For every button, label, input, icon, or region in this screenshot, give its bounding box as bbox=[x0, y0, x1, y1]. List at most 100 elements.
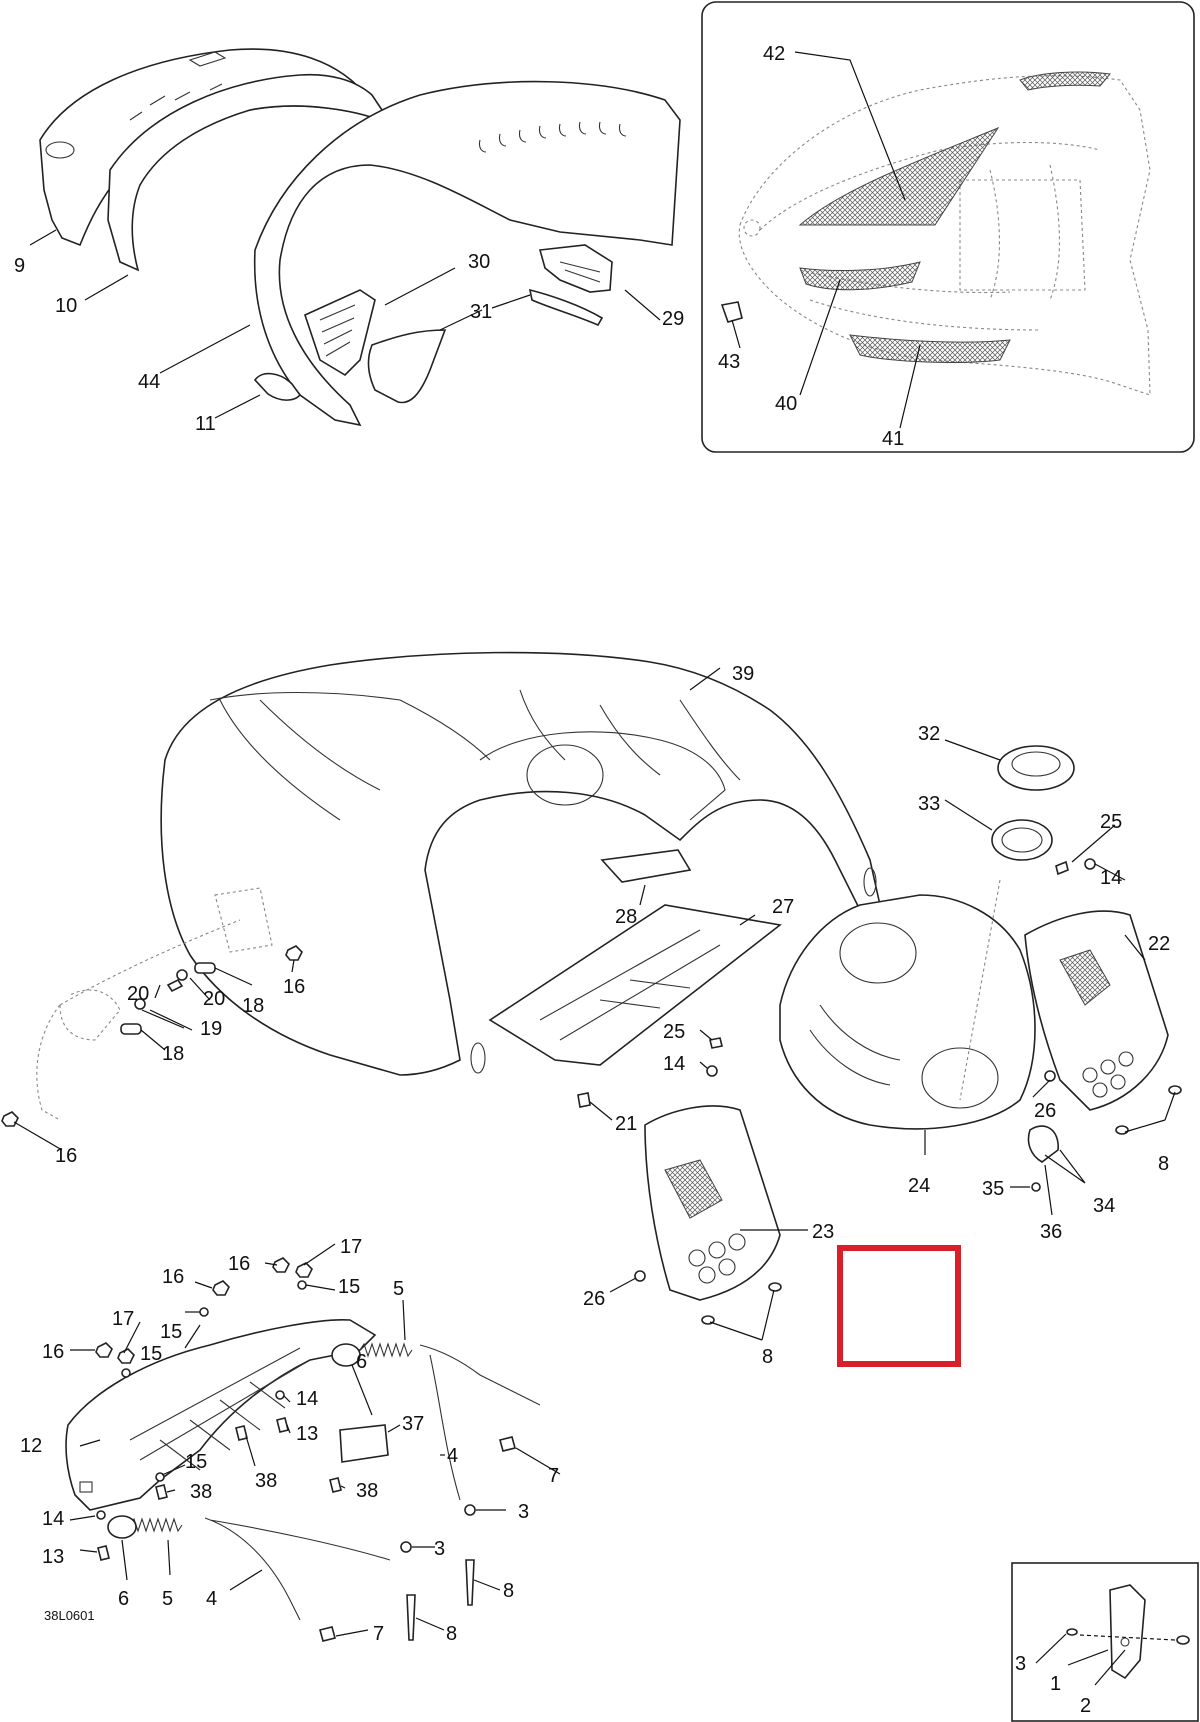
part-33-gasket-inner bbox=[1001, 827, 1043, 853]
part-19-bolt bbox=[166, 978, 184, 993]
part-31-clip bbox=[528, 288, 604, 327]
part-22-hole-5 bbox=[1110, 1074, 1126, 1090]
callout-13-a: 13 bbox=[296, 1423, 318, 1445]
callout-21: 21 bbox=[615, 1113, 637, 1135]
part-21-screw bbox=[577, 1092, 591, 1108]
callout-18-a: 18 bbox=[242, 995, 264, 1017]
callout-15-d: 15 bbox=[185, 1451, 207, 1473]
part-14-washer-d bbox=[96, 1510, 106, 1520]
callout-25-b: 25 bbox=[663, 1021, 685, 1043]
callout-6-b: 6 bbox=[118, 1588, 129, 1610]
callout-38-c: 38 bbox=[356, 1480, 378, 1502]
callout-16-c: 16 bbox=[228, 1253, 250, 1275]
callout-14-a: 14 bbox=[1100, 867, 1122, 889]
part-16-nut-a bbox=[285, 945, 303, 961]
upper-panels-group bbox=[39, 48, 681, 427]
callout-20-a: 20 bbox=[127, 983, 149, 1005]
part-20-washer-a bbox=[176, 969, 188, 981]
callout-42: 42 bbox=[763, 43, 785, 65]
part-31-pad bbox=[367, 329, 447, 404]
part-22-hole-1 bbox=[1082, 1067, 1098, 1083]
callout-4-a: 4 bbox=[447, 1445, 458, 1467]
callout-8-d: 8 bbox=[446, 1623, 457, 1645]
part-26-washer-a bbox=[1044, 1070, 1056, 1082]
assembly-axis-dash bbox=[959, 879, 1001, 1101]
part-15-washer-c bbox=[121, 1368, 131, 1378]
callout-3-c: 3 bbox=[1015, 1653, 1026, 1675]
callout-12: 12 bbox=[20, 1435, 42, 1457]
callout-7-b: 7 bbox=[373, 1623, 384, 1645]
part-38-bolt-b bbox=[235, 1425, 248, 1441]
part-8-rivet-f bbox=[406, 1594, 416, 1641]
callout-37: 37 bbox=[402, 1413, 424, 1435]
part-39-dash bbox=[479, 731, 726, 821]
part-39-gauge bbox=[526, 744, 604, 806]
part-14-washer-a bbox=[1084, 858, 1096, 870]
part-17-nut-a bbox=[295, 1262, 313, 1278]
callout-38-a: 38 bbox=[190, 1481, 212, 1503]
callout-34: 34 bbox=[1093, 1195, 1115, 1217]
part-25-screw-b bbox=[709, 1037, 723, 1049]
part-39-side-vent bbox=[470, 1042, 486, 1074]
callout-32: 32 bbox=[918, 723, 940, 745]
callout-5-b: 5 bbox=[162, 1588, 173, 1610]
part-9-slot bbox=[188, 51, 227, 67]
inset-hull-ghost-2 bbox=[759, 141, 1101, 331]
part-43-clip bbox=[720, 301, 743, 323]
callout-26-b: 26 bbox=[583, 1288, 605, 1310]
callout-25-a: 25 bbox=[1100, 811, 1122, 833]
callout-7-a: 7 bbox=[548, 1465, 559, 1487]
part-2-cap bbox=[1176, 1635, 1190, 1645]
callout-2: 2 bbox=[1080, 1695, 1091, 1717]
part-8-rivet-e bbox=[465, 1559, 475, 1606]
inset-box-group bbox=[701, 1, 1195, 453]
callout-17-b: 17 bbox=[112, 1308, 134, 1330]
bumper-ghost-2 bbox=[59, 989, 121, 1041]
callout-11: 11 bbox=[195, 413, 216, 435]
small-inset-frame bbox=[1011, 1562, 1199, 1722]
part-22-hole-4 bbox=[1092, 1082, 1108, 1098]
callout-17-a: 17 bbox=[340, 1236, 362, 1258]
part-23-hole-5 bbox=[718, 1258, 736, 1276]
part-1-clip-hole bbox=[1120, 1637, 1130, 1647]
part-27-ribs bbox=[539, 929, 721, 1041]
part-23-hole-1 bbox=[688, 1249, 706, 1267]
part-24-ribs bbox=[809, 1004, 901, 1086]
part-15-washer-a bbox=[297, 1280, 307, 1290]
part-16-nut-d bbox=[212, 1280, 230, 1296]
callout-30: 30 bbox=[468, 251, 490, 273]
part-36-latch bbox=[1027, 1125, 1059, 1163]
part-32-ring-inner bbox=[1011, 751, 1061, 777]
callout-29: 29 bbox=[662, 308, 684, 330]
callout-38-b: 38 bbox=[255, 1470, 277, 1492]
callout-22: 22 bbox=[1148, 933, 1170, 955]
callout-28: 28 bbox=[615, 906, 637, 928]
callout-10: 10 bbox=[55, 295, 77, 317]
part-27-tray bbox=[488, 904, 782, 1066]
part-17-nut-b bbox=[117, 1348, 135, 1364]
callout-9: 9 bbox=[14, 255, 25, 277]
part-30-slats bbox=[319, 304, 356, 357]
callout-15-b: 15 bbox=[160, 1321, 182, 1343]
part-10-liner bbox=[107, 73, 395, 272]
callout-33: 33 bbox=[918, 793, 940, 815]
part-9-hole bbox=[45, 141, 75, 159]
part-3-washer-c bbox=[1066, 1628, 1078, 1636]
part-14-washer-b bbox=[706, 1065, 718, 1077]
part-44-ribs bbox=[478, 121, 627, 153]
part-28-pad bbox=[600, 849, 692, 883]
callout-26-a: 26 bbox=[1034, 1100, 1056, 1122]
callout-8-a: 8 bbox=[1158, 1153, 1169, 1175]
callout-31: 31 bbox=[470, 301, 492, 323]
part-10-notches bbox=[129, 83, 223, 121]
part-16-nut-c bbox=[272, 1257, 290, 1273]
part-15-washer-b bbox=[199, 1307, 209, 1317]
part-23-mesh bbox=[664, 1159, 723, 1219]
callout-24: 24 bbox=[908, 1175, 930, 1197]
callout-36: 36 bbox=[1040, 1221, 1062, 1243]
part-23-hole-4 bbox=[698, 1266, 716, 1284]
callout-18-b: 18 bbox=[162, 1043, 184, 1065]
callout-19: 19 bbox=[200, 1018, 222, 1040]
callout-41: 41 bbox=[882, 428, 904, 450]
